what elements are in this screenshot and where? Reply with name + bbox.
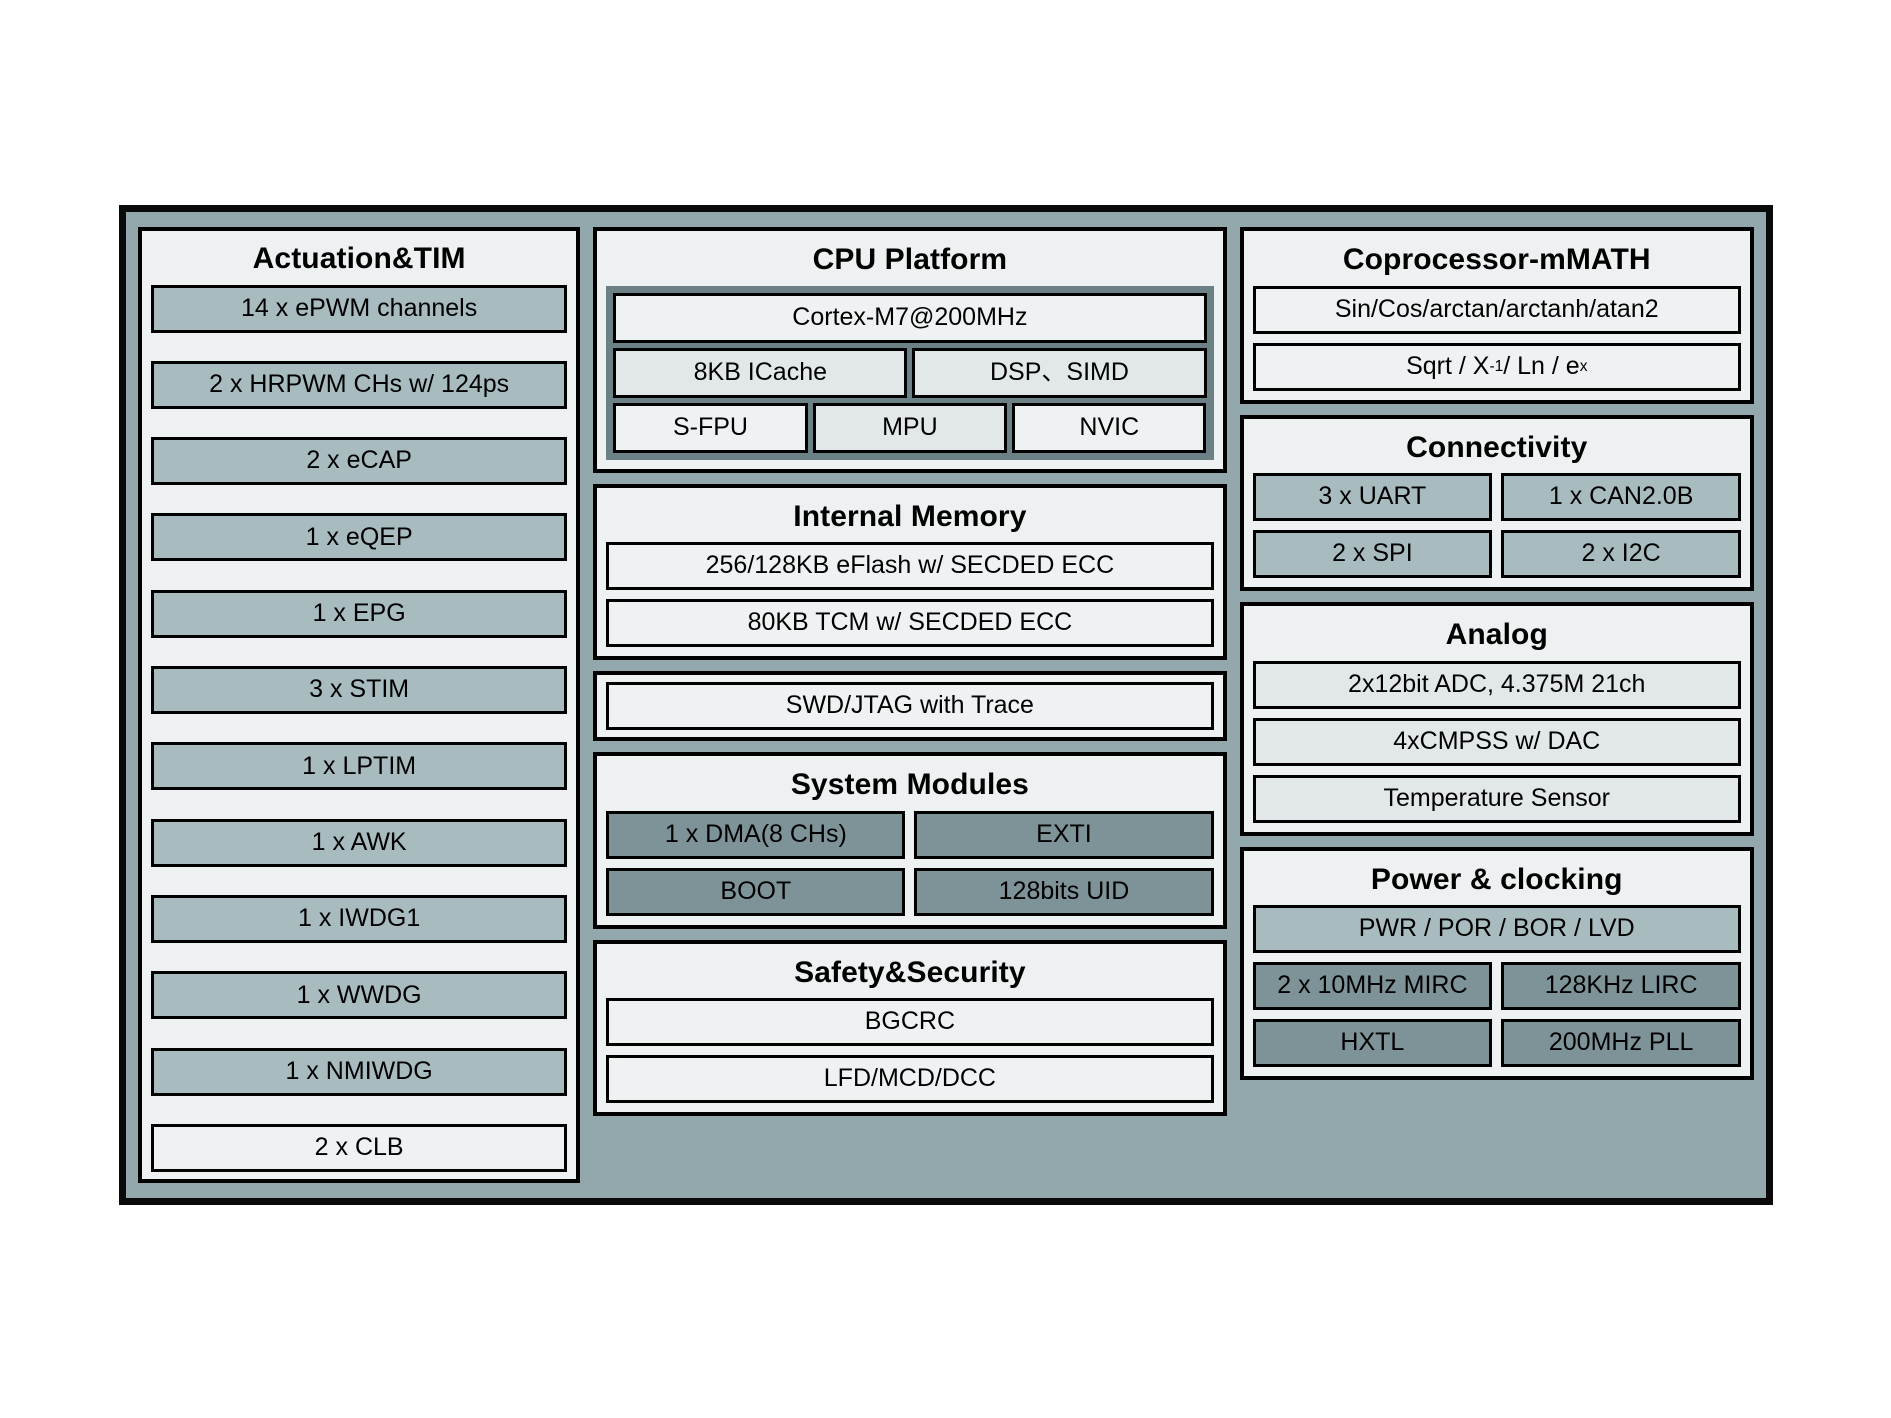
analog-temp-sensor[interactable]: Temperature Sensor <box>1252 774 1741 823</box>
power-clocking-list: PWR / POR / BOR / LVD 2 x 10MHz MIRC 128… <box>1252 905 1741 1067</box>
connectivity-grid: 3 x UART 1 x CAN2.0B 2 x SPI 2 x I2C <box>1252 473 1741 578</box>
connectivity-row-1: 3 x UART 1 x CAN2.0B <box>1252 473 1741 521</box>
group-actuation-tim: Actuation&TIM 14 x ePWM channels 2 x HRP… <box>138 227 581 1183</box>
group-safety-security: Safety&Security BGCRC LFD/MCD/DCC <box>593 939 1227 1116</box>
conn-uart[interactable]: 3 x UART <box>1252 473 1493 521</box>
actuation-item-stim[interactable]: 3 x STIM <box>151 666 568 715</box>
actuation-item-nmiwdg[interactable]: 1 x NMIWDG <box>151 1047 568 1096</box>
cpu-icache[interactable]: 8KB ICache <box>613 347 908 398</box>
coproc-sqrt-mid: / Ln / e <box>1503 351 1580 380</box>
cpu-mpu[interactable]: MPU <box>812 402 1008 453</box>
group-title-power-clocking: Power & clocking <box>1370 862 1623 896</box>
column-peripherals: Coprocessor-mMATH Sin/Cos/arctan/arctanh… <box>1239 227 1754 1183</box>
sysmod-exti[interactable]: EXTI <box>914 810 1214 859</box>
group-system-modules: System Modules 1 x DMA(8 CHs) EXTI BOOT … <box>593 752 1227 929</box>
group-debug: SWD/JTAG with Trace <box>593 671 1227 741</box>
clock-row-2: HXTL 200MHz PLL <box>1252 1019 1741 1067</box>
group-title-safety-security: Safety&Security <box>794 955 1026 989</box>
cpu-s-fpu[interactable]: S-FPU <box>613 402 808 453</box>
group-power-clocking: Power & clocking PWR / POR / BOR / LVD 2… <box>1239 846 1754 1080</box>
cpu-row-cache-dsp: 8KB ICache DSP、SIMD <box>613 347 1207 398</box>
actuation-item-ecap[interactable]: 2 x eCAP <box>151 437 568 486</box>
actuation-item-epg[interactable]: 1 x EPG <box>151 589 568 638</box>
conn-can[interactable]: 1 x CAN2.0B <box>1501 473 1741 521</box>
clock-row-1: 2 x 10MHz MIRC 128KHz LIRC <box>1252 962 1741 1010</box>
actuation-item-awk[interactable]: 1 x AWK <box>151 818 568 867</box>
group-title-actuation: Actuation&TIM <box>252 242 466 275</box>
system-modules-row-1: 1 x DMA(8 CHs) EXTI <box>606 810 1214 859</box>
system-modules-grid: 1 x DMA(8 CHs) EXTI BOOT 128bits UID <box>606 810 1214 916</box>
clock-pll[interactable]: 200MHz PLL <box>1501 1019 1741 1067</box>
analog-list: 2x12bit ADC, 4.375M 21ch 4xCMPSS w/ DAC … <box>1252 660 1741 823</box>
power-rail[interactable]: PWR / POR / BOR / LVD <box>1252 905 1741 953</box>
coproc-sqrt-prefix: Sqrt / X <box>1406 351 1490 380</box>
analog-cmpss-dac[interactable]: 4xCMPSS w/ DAC <box>1252 717 1741 766</box>
group-internal-memory: Internal Memory 256/128KB eFlash w/ SECD… <box>593 483 1227 660</box>
column-cpu: CPU Platform Cortex-M7@200MHz 8KB ICache… <box>593 227 1227 1183</box>
safety-bgcrc[interactable]: BGCRC <box>606 998 1214 1046</box>
group-coprocessor: Coprocessor-mMATH Sin/Cos/arctan/arctanh… <box>1239 227 1754 404</box>
cpu-row-fpu-mpu-nvic: S-FPU MPU NVIC <box>613 402 1207 453</box>
safety-lfd-mcd-dcc[interactable]: LFD/MCD/DCC <box>606 1055 1214 1103</box>
chip-block-diagram: Actuation&TIM 14 x ePWM channels 2 x HRP… <box>119 205 1773 1205</box>
safety-security-list: BGCRC LFD/MCD/DCC <box>606 998 1214 1103</box>
actuation-item-eqep[interactable]: 1 x eQEP <box>151 513 568 562</box>
group-cpu-platform: CPU Platform Cortex-M7@200MHz 8KB ICache… <box>593 227 1227 473</box>
coproc-sqrt-sup-x: x <box>1579 357 1588 375</box>
cpu-dsp-simd[interactable]: DSP、SIMD <box>912 347 1207 398</box>
group-title-system-modules: System Modules <box>790 768 1029 801</box>
coprocessor-list: Sin/Cos/arctan/arctanh/atan2 Sqrt / X-1 … <box>1252 285 1741 391</box>
memory-eflash[interactable]: 256/128KB eFlash w/ SECDED ECC <box>606 542 1214 590</box>
debug-swd-jtag[interactable]: SWD/JTAG with Trace <box>606 682 1214 730</box>
actuation-item-iwdg1[interactable]: 1 x IWDG1 <box>151 895 568 943</box>
memory-tcm[interactable]: 80KB TCM w/ SECDED ECC <box>606 599 1214 647</box>
clock-lirc[interactable]: 128KHz LIRC <box>1501 962 1741 1010</box>
connectivity-row-2: 2 x SPI 2 x I2C <box>1252 530 1741 578</box>
group-title-cpu-platform: CPU Platform <box>812 243 1008 276</box>
actuation-item-lptim[interactable]: 1 x LPTIM <box>151 742 568 791</box>
actuation-item-clb[interactable]: 2 x CLB <box>151 1123 568 1172</box>
group-title-connectivity: Connectivity <box>1406 430 1588 464</box>
cpu-core-cortex-m7[interactable]: Cortex-M7@200MHz <box>613 292 1207 343</box>
conn-spi[interactable]: 2 x SPI <box>1252 530 1493 578</box>
internal-memory-list: 256/128KB eFlash w/ SECDED ECC 80KB TCM … <box>606 542 1214 647</box>
group-title-internal-memory: Internal Memory <box>793 499 1027 533</box>
group-title-analog: Analog <box>1445 618 1548 651</box>
cpu-nvic[interactable]: NVIC <box>1012 402 1207 453</box>
group-title-coprocessor: Coprocessor-mMATH <box>1342 243 1651 276</box>
actuation-item-hrpwm[interactable]: 2 x HRPWM CHs w/ 124ps <box>151 360 568 409</box>
group-connectivity: Connectivity 3 x UART 1 x CAN2.0B 2 x SP… <box>1239 414 1754 591</box>
sysmod-dma[interactable]: 1 x DMA(8 CHs) <box>606 810 906 859</box>
clock-mirc[interactable]: 2 x 10MHz MIRC <box>1252 962 1493 1010</box>
actuation-item-wwdg[interactable]: 1 x WWDG <box>151 971 568 1020</box>
clock-hxtl[interactable]: HXTL <box>1252 1019 1493 1067</box>
sysmod-uid[interactable]: 128bits UID <box>914 867 1214 916</box>
group-analog: Analog 2x12bit ADC, 4.375M 21ch 4xCMPSS … <box>1239 602 1754 836</box>
analog-adc[interactable]: 2x12bit ADC, 4.375M 21ch <box>1252 660 1741 709</box>
coproc-trig[interactable]: Sin/Cos/arctan/arctanh/atan2 <box>1252 285 1741 334</box>
coproc-sqrt-sup-inv: -1 <box>1489 357 1504 375</box>
system-modules-row-2: BOOT 128bits UID <box>606 867 1214 916</box>
column-actuation: Actuation&TIM 14 x ePWM channels 2 x HRP… <box>138 227 581 1183</box>
actuation-item-epwm[interactable]: 14 x ePWM channels <box>151 284 568 333</box>
conn-i2c[interactable]: 2 x I2C <box>1501 530 1741 578</box>
sysmod-boot[interactable]: BOOT <box>606 867 906 916</box>
actuation-item-list: 14 x ePWM channels 2 x HRPWM CHs w/ 124p… <box>151 284 568 1173</box>
cpu-core-container: Cortex-M7@200MHz 8KB ICache DSP、SIMD S-F… <box>606 285 1214 460</box>
